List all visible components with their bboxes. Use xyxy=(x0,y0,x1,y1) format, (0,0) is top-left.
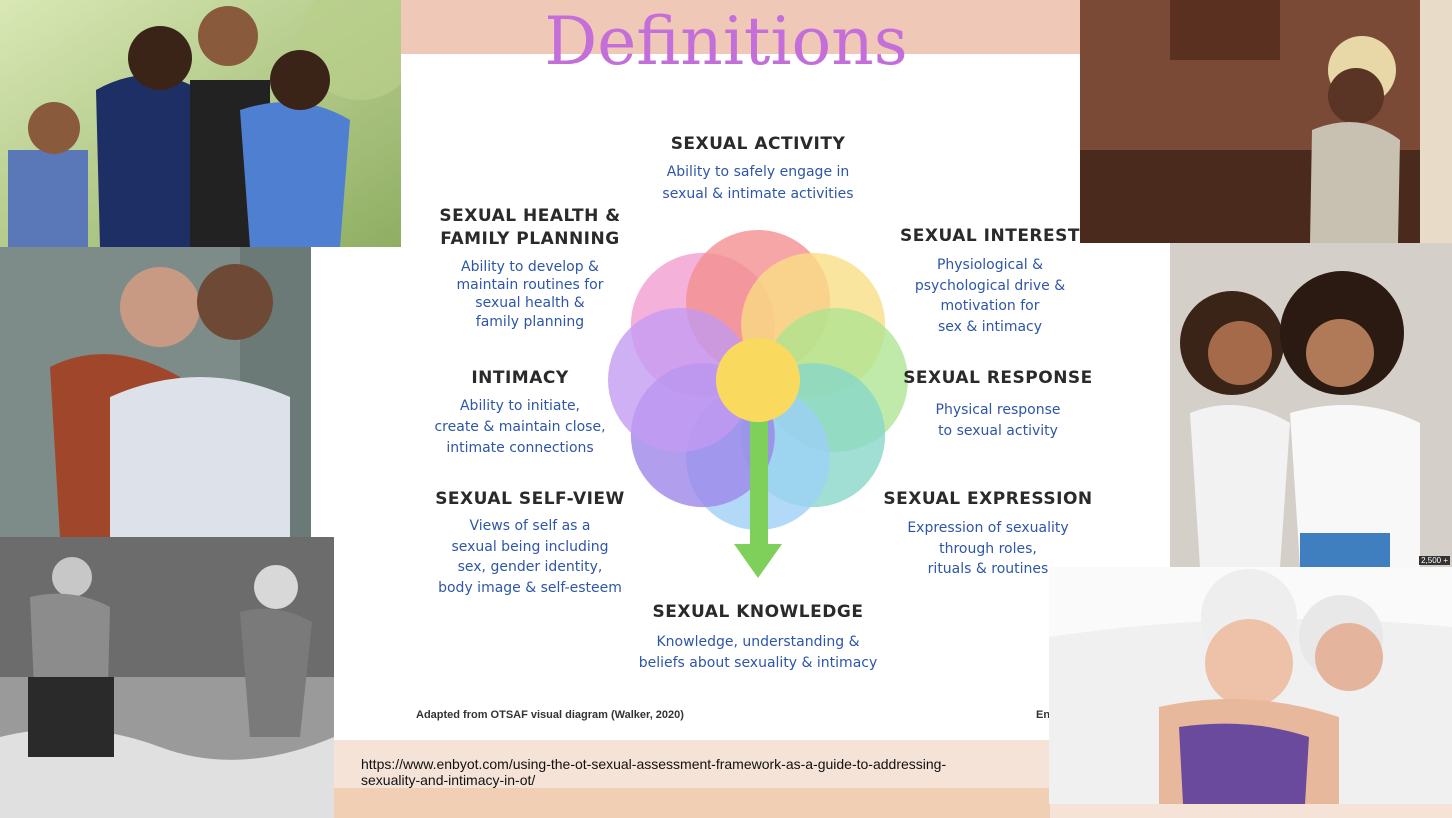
sexual-interest-desc-1: Physiological & xyxy=(936,257,1044,273)
sexual-health-title-1: SEXUAL HEALTH & xyxy=(439,206,621,226)
sexual-activity-desc-2: sexual & intimate activities xyxy=(662,186,854,202)
sexual-expression-desc-2: through roles, xyxy=(939,541,1037,557)
intimacy-desc-1: Ability to initiate, xyxy=(459,398,581,414)
sexual-self-view-desc-1: Views of self as a xyxy=(469,518,591,534)
photo-women-laughing: 2,500 + xyxy=(1170,243,1452,567)
sexual-interest-desc-3: motivation for xyxy=(940,298,1040,314)
flower-petal xyxy=(608,308,752,452)
intimacy-title: INTIMACY xyxy=(471,368,569,388)
sexual-knowledge-desc-2: beliefs about sexuality & intimacy xyxy=(638,655,878,671)
sexual-health-title-2: FAMILY PLANNING xyxy=(440,229,620,249)
sexual-interest-desc-4: sex & intimacy xyxy=(937,319,1043,335)
sexual-activity-title: SEXUAL ACTIVITY xyxy=(670,134,846,154)
photo-couple-men xyxy=(0,247,311,537)
bottom-band-accent xyxy=(334,788,1050,818)
sexual-self-view-desc-4: body image & self-esteem xyxy=(438,580,622,596)
sexual-interest-desc-2: psychological drive & xyxy=(914,278,1066,294)
source-url-line-2: sexuality-and-intimacy-in-ot/ xyxy=(361,772,536,788)
stem xyxy=(750,416,768,564)
intimacy-desc-2: create & maintain close, xyxy=(434,419,606,435)
arrow-head-icon xyxy=(734,544,782,578)
diagram-caption: Adapted from OTSAF visual diagram (Walke… xyxy=(416,709,684,721)
sexual-response-title: SEXUAL RESPONSE xyxy=(903,368,1093,388)
sexual-health-desc-2: maintain routines for xyxy=(456,277,604,293)
sexual-health-desc-4: family planning xyxy=(475,314,585,330)
photo-family xyxy=(0,0,401,247)
otsaf-diagram: SEXUAL ACTIVITY Ability to safely engage… xyxy=(312,54,1170,740)
sexual-expression-title: SEXUAL EXPRESSION xyxy=(883,489,1093,509)
slide-title: Definitions xyxy=(544,3,908,80)
sexual-self-view-desc-2: sexual being including xyxy=(451,539,609,555)
sexual-self-view-desc-3: sex, gender identity, xyxy=(457,559,603,575)
sexual-health-desc-1: Ability to develop & xyxy=(461,259,599,275)
sexual-knowledge-desc-1: Knowledge, understanding & xyxy=(656,634,860,650)
sexual-expression-desc-1: Expression of sexuality xyxy=(907,520,1069,536)
diagram-caption-right: En xyxy=(1036,709,1051,721)
sexual-knowledge-title: SEXUAL KNOWLEDGE xyxy=(652,602,864,622)
sexual-expression-desc-3: rituals & routines xyxy=(927,561,1049,577)
source-url-line-1: https://www.enbyot.com/using-the-ot-sexu… xyxy=(361,756,947,772)
photo-woman-vanity xyxy=(1080,0,1452,243)
sexual-response-desc-1: Physical response xyxy=(935,402,1061,418)
flower-graphic xyxy=(608,230,908,578)
photo-elderly-beach xyxy=(0,537,334,818)
flower-center xyxy=(716,338,800,422)
sexual-interest-title: SEXUAL INTEREST xyxy=(900,226,1080,246)
photo-watermark: 2,500 + xyxy=(1419,556,1450,565)
sexual-activity-desc-1: Ability to safely engage in xyxy=(666,164,850,180)
source-link[interactable]: https://www.enbyot.com/using-the-ot-sexu… xyxy=(361,756,1041,788)
photo-senior-couple xyxy=(1049,567,1452,804)
sexual-response-desc-2: to sexual activity xyxy=(938,423,1058,439)
sexual-health-desc-3: sexual health & xyxy=(475,295,585,311)
intimacy-desc-3: intimate connections xyxy=(446,440,594,456)
sexual-self-view-title: SEXUAL SELF-VIEW xyxy=(435,489,625,509)
